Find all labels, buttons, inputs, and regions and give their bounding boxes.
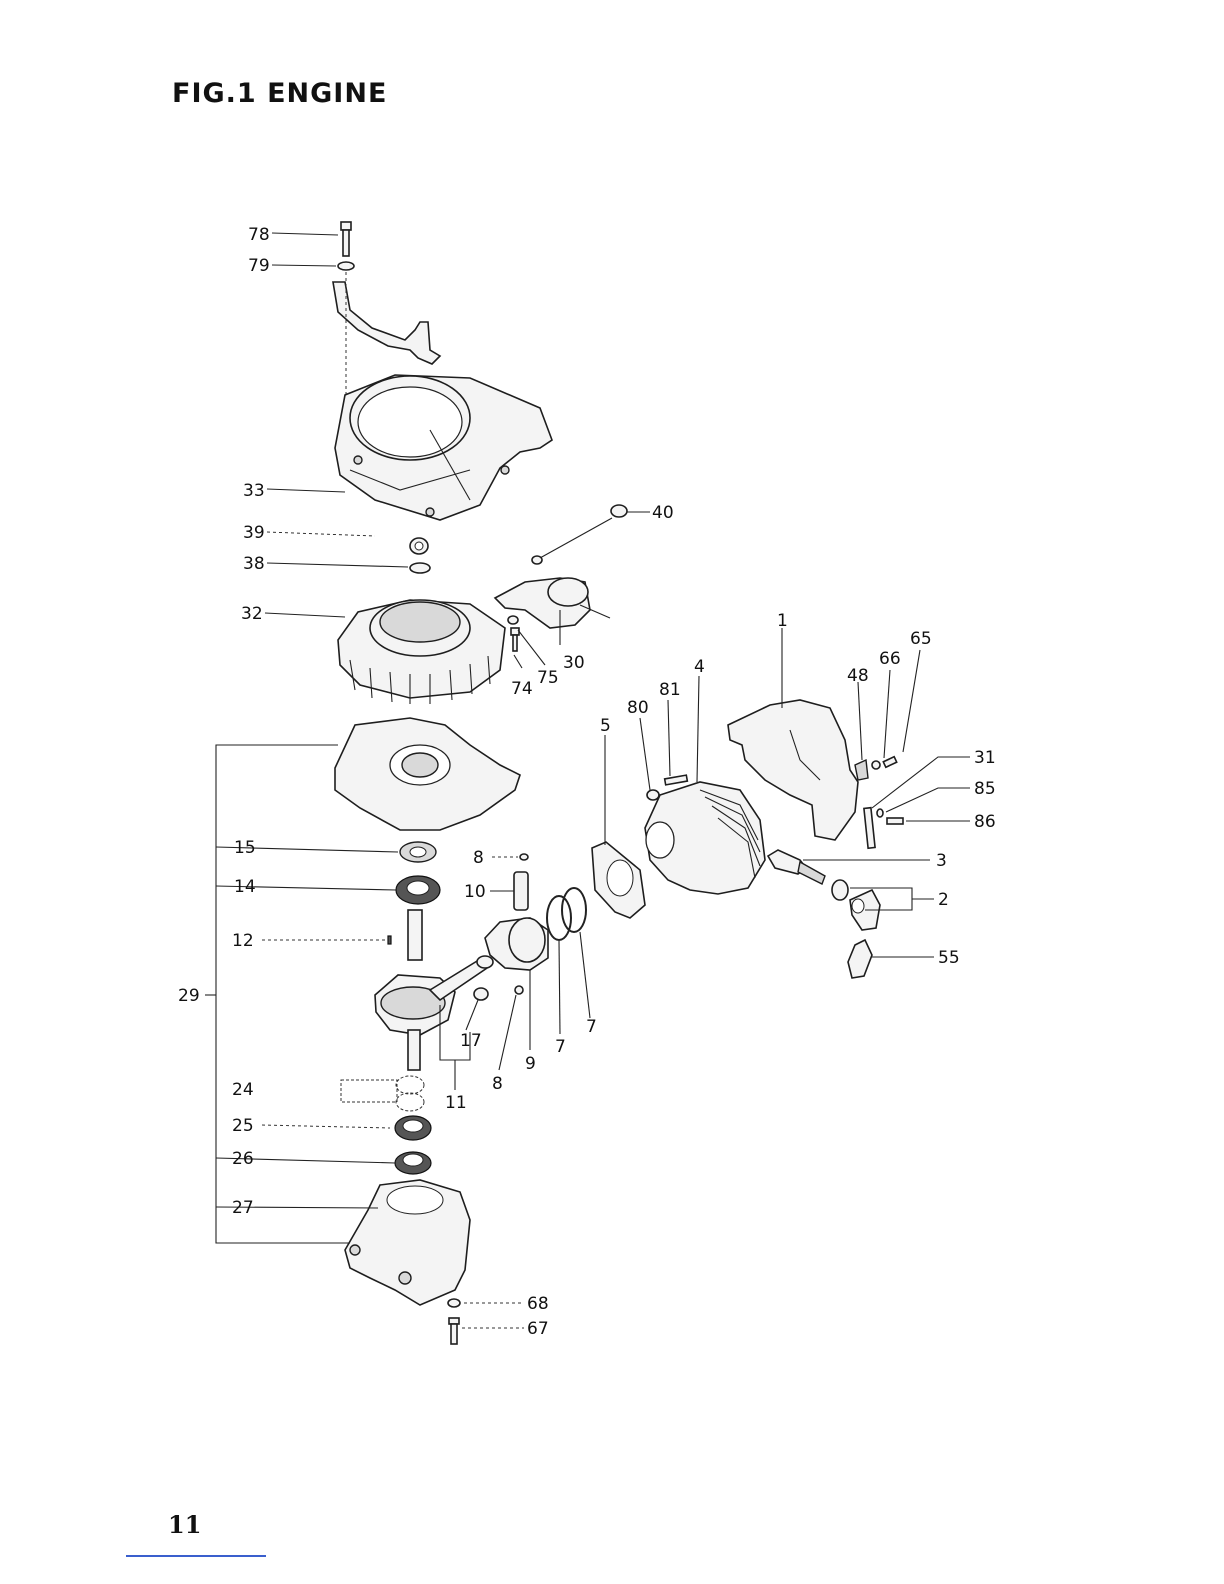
label-9: 9 [525,1054,536,1074]
label-14: 14 [234,877,256,897]
label-30: 30 [563,653,585,673]
label-78: 78 [248,225,270,245]
label-85: 85 [974,779,996,799]
label-75: 75 [537,668,559,688]
bracket-48 [855,760,868,780]
screw-65 [883,757,896,768]
label-86: 86 [974,812,996,832]
flywheel-32 [338,600,505,704]
label-48: 48 [847,666,869,686]
label-4: 4 [694,657,705,677]
label-10: 10 [464,882,486,902]
label-5: 5 [600,716,611,736]
label-26: 26 [232,1149,254,1169]
piston-pin-10 [514,872,528,910]
label-11: 11 [445,1093,467,1113]
label-24: 24 [232,1080,254,1100]
boot-55 [848,940,872,978]
piston-ring-7a [547,896,571,940]
bolt-74 [511,628,519,651]
washer-66 [872,761,880,769]
bearing-26 [395,1152,431,1174]
crankcase-half-upper [335,718,520,830]
washer-38 [410,563,430,573]
piston-ring-7b [562,888,586,932]
label-67: 67 [527,1319,549,1339]
bolt-67 [449,1318,459,1344]
label-40: 40 [652,503,674,523]
bearing-14 [396,876,440,904]
bottom-rule [126,1555,266,1557]
label-80: 80 [627,698,649,718]
washer-79 [338,262,354,270]
screw-86 [887,818,903,824]
seal-24 [396,1076,424,1111]
piston-9 [485,918,548,970]
rod-31 [864,808,875,849]
washer-68 [448,1299,460,1307]
label-17: 17 [460,1031,482,1051]
label-74: 74 [511,679,533,699]
washer-85 [877,809,883,817]
wire-40 [532,505,627,564]
label-12: 12 [232,931,254,951]
label-2: 2 [938,890,949,910]
label-7a: 7 [555,1037,566,1057]
label-31: 31 [974,748,996,768]
label-33: 33 [243,481,265,501]
label-68: 68 [527,1294,549,1314]
label-3: 3 [936,851,947,871]
label-8-lower: 8 [492,1074,503,1094]
part-labels: 78 79 33 39 38 32 40 30 75 74 1 65 66 48… [178,225,996,1339]
clip-8-upper [520,854,528,860]
label-79: 79 [248,256,270,276]
key-12 [388,936,391,944]
spark-plug-3 [768,850,825,884]
label-29: 29 [178,986,200,1006]
label-15: 15 [234,838,256,858]
page-number: 11 [168,1510,201,1539]
label-55: 55 [938,948,960,968]
crankcase-lower-27 [345,1180,470,1305]
bearing-25 [395,1116,431,1140]
label-38: 38 [243,554,265,574]
clip-8-lower [515,986,523,994]
seal-15 [400,842,436,862]
label-81: 81 [659,680,681,700]
nut-80 [647,790,659,800]
washer-75 [508,616,518,624]
nut-39 [410,538,428,554]
label-32: 32 [241,604,263,624]
bracket [333,282,440,364]
label-1: 1 [777,611,788,631]
label-65: 65 [910,629,932,649]
label-39: 39 [243,523,265,543]
label-7b: 7 [586,1017,597,1037]
bolt-78 [341,222,351,256]
label-66: 66 [879,649,901,669]
bolt-81 [665,775,688,785]
label-27: 27 [232,1198,254,1218]
bearing-17 [474,988,488,1000]
label-25: 25 [232,1116,254,1136]
fan-housing-33 [335,375,552,520]
label-8-upper: 8 [473,848,484,868]
cylinder-4 [645,782,765,894]
